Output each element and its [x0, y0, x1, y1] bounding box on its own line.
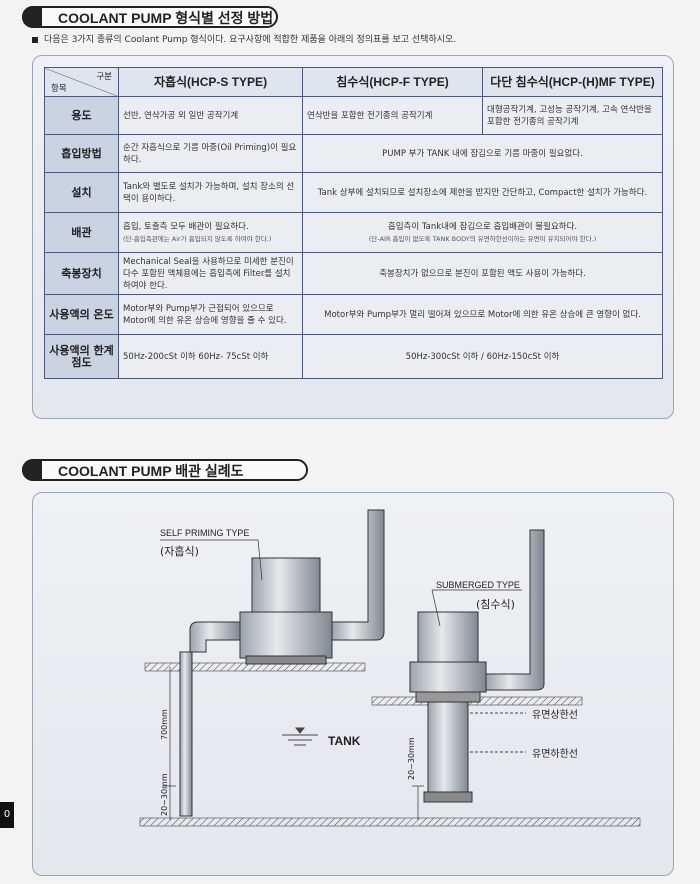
self-priming-label: SELF PRIMING TYPE	[160, 528, 250, 538]
intro-text: 다음은 3가지 종류의 Coolant Pump 형식이다. 요구사항에 적합한…	[32, 32, 456, 45]
dim-700-label: 700mm	[160, 709, 169, 740]
upper-level-label: 유면상한선	[532, 710, 578, 721]
table-row: 사용액의 온도 Motor부와 Pump부가 근접되어 있으므로 Motor에 …	[44, 294, 663, 335]
bullet-square-icon	[32, 36, 38, 43]
row-label: 용도	[44, 96, 119, 135]
cell-s: 선반, 연삭가공 외 일반 공작기계	[118, 96, 303, 135]
diagram-panel	[32, 492, 674, 876]
section-banner-selection: COOLANT PUMP 형식별 선정 방법	[22, 6, 278, 28]
cell-fmf: Tank 상부에 설치되므로 설치장소에 제한을 받지만 간단하고, Compa…	[302, 172, 663, 213]
self-priming-kr-label: (자흡식)	[160, 545, 199, 558]
submerged-pump	[409, 529, 545, 803]
water-surface-icon	[282, 727, 318, 746]
submerged-kr-label: (침수식)	[476, 598, 515, 611]
row-label: 사용액의 온도	[44, 294, 119, 335]
cell-fmf: 50Hz-300cSt 이하 / 60Hz-150cSt 이하	[302, 334, 663, 379]
table-row: 흡입방법 순간 자흡식으로 기름 마중(Oil Priming)이 필요하다. …	[44, 134, 663, 173]
table-row: 사용액의 한계점도 50Hz-200cSt 이하 60Hz- 75cSt 이하 …	[44, 334, 663, 379]
dim-2030-right-label: 20~30mm	[407, 737, 416, 780]
cell-s: 순간 자흡식으로 기름 마중(Oil Priming)이 필요하다.	[118, 134, 303, 173]
section-banner-piping: COOLANT PUMP 배관 실례도	[22, 459, 308, 481]
tank-label: TANK	[328, 734, 361, 748]
cell-s: 50Hz-200cSt 이하 60Hz- 75cSt 이하	[118, 334, 303, 379]
page-number: 0	[0, 802, 14, 828]
row-label: 축봉장치	[44, 252, 119, 295]
tank-floor-hatch	[139, 817, 641, 827]
col-header-mf: 다단 침수식(HCP-(H)MF TYPE)	[482, 67, 663, 97]
dim-2030-left-label: 20~30mm	[160, 773, 169, 816]
row-label: 사용액의 한계점도	[44, 334, 119, 379]
submerged-label: SUBMERGED TYPE	[436, 580, 520, 590]
cell-fmf: PUMP 부가 TANK 내에 잠김으로 기름 마중이 필요없다.	[302, 134, 663, 173]
cell-f: 연삭반을 포함한 전기종의 공작기계	[302, 96, 483, 135]
col-header-f: 침수식(HCP-F TYPE)	[302, 67, 483, 97]
table-row: 설치 Tank와 별도로 설치가 가능하며, 설치 장소의 선택이 용이하다. …	[44, 172, 663, 213]
cell-s: Tank와 별도로 설치가 가능하며, 설치 장소의 선택이 용이하다.	[118, 172, 303, 213]
row-label: 설치	[44, 172, 119, 213]
self-priming-pump	[179, 509, 385, 817]
row-label: 흡입방법	[44, 134, 119, 173]
table-row: 축봉장치 Mechanical Seal을 사용하므로 미세한 분진이 다수 포…	[44, 252, 663, 295]
lower-level-label: 유면하한선	[532, 749, 578, 760]
cell-s: Mechanical Seal을 사용하므로 미세한 분진이 다수 포함된 액체…	[118, 252, 303, 295]
cell-fmf: Motor부와 Pump부가 멀리 떨어져 있으므로 Motor에 의한 유온 …	[302, 294, 663, 335]
cell-fmf: 축봉장치가 없으므로 분진이 포함된 액도 사용이 가능하다.	[302, 252, 663, 295]
cell-fmf: 흡입측이 Tank내에 잠김으로 흡입배관이 불필요하다.(단-AIR 흡입이 …	[302, 212, 663, 253]
